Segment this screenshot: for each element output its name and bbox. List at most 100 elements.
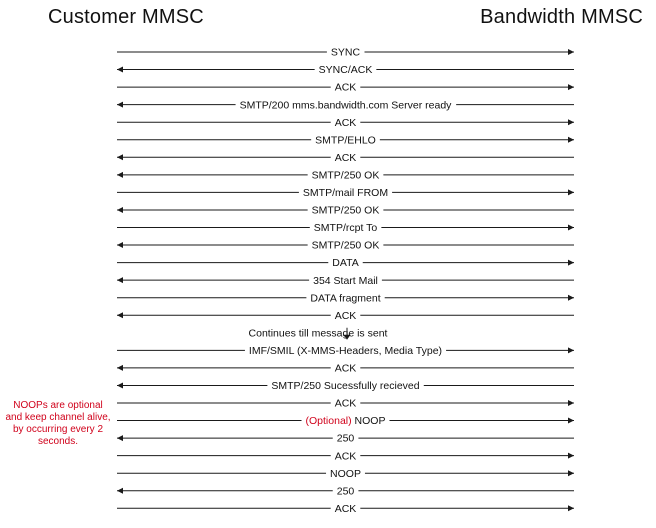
message-16: ACK (117, 308, 574, 323)
message-7: ACK (117, 150, 574, 165)
arrowhead-left-icon (117, 154, 123, 161)
label-background (330, 449, 361, 464)
arrowhead-left-icon (117, 435, 123, 442)
label-background (311, 133, 380, 148)
arrowhead-right-icon (568, 259, 574, 266)
message-15: DATA fragment (117, 291, 574, 306)
message-label: SYNC (331, 47, 361, 59)
message-label: SMTP/250 OK (312, 205, 380, 217)
label-background (328, 256, 363, 271)
message-21: ACK (117, 396, 574, 411)
arrowhead-right-icon (568, 505, 574, 512)
label-background (301, 414, 390, 429)
message-27: ACK (117, 501, 574, 516)
message-1: SYNC (117, 45, 574, 60)
arrowhead-left-icon (117, 101, 123, 108)
label-background (326, 466, 365, 481)
message-4: SMTP/200 mms.bandwidth.com Server ready (117, 98, 574, 113)
label-background (298, 186, 393, 200)
message-24: ACK (117, 449, 574, 464)
arrowhead-right-icon (568, 119, 574, 126)
message-label: SMTP/250 OK (312, 169, 380, 181)
arrowhead-left-icon (117, 277, 123, 284)
optional-prefix: (Optional) (306, 415, 352, 427)
label-background (314, 63, 377, 78)
arrowhead-right-icon (568, 400, 574, 406)
message-label: (Optional) NOOP (306, 415, 386, 427)
arrowhead-left-icon (117, 382, 123, 389)
arrowhead-left-icon (117, 206, 123, 213)
label-background (306, 291, 385, 306)
message-label: SYNC/ACK (319, 64, 373, 76)
label-background (309, 221, 382, 236)
label-background (244, 343, 447, 358)
message-label: ACK (335, 363, 357, 375)
message-25: NOOP (117, 466, 574, 481)
arrowhead-right-icon (568, 84, 574, 91)
label-background (330, 115, 361, 130)
message-label: Continues till message is sent (249, 327, 388, 339)
message-23: 250 (117, 431, 574, 446)
message-label-text: NOOP (352, 415, 386, 427)
label-background (330, 80, 361, 95)
label-background (307, 168, 384, 183)
message-17: Continues till message is sent (249, 327, 388, 340)
message-3: ACK (117, 80, 574, 95)
arrowhead-left-icon (117, 364, 123, 371)
message-label: SMTP/200 mms.bandwidth.com Server ready (240, 99, 453, 111)
arrowhead-right-icon (568, 136, 574, 143)
label-background (330, 308, 361, 323)
message-12: SMTP/250 OK (117, 238, 574, 253)
bandwidth-mmsc-label: Bandwidth MMSC (480, 6, 643, 28)
message-5: ACK (117, 115, 574, 130)
label-background (267, 379, 424, 394)
message-11: SMTP/rcpt To (117, 221, 574, 236)
arrowhead-right-icon (568, 417, 574, 424)
arrowhead-right-icon (568, 294, 574, 301)
message-label: 250 (337, 485, 355, 497)
message-13: DATA (117, 256, 574, 271)
arrowhead-left-icon (117, 487, 123, 494)
message-label: SMTP/mail FROM (303, 187, 388, 199)
message-label: SMTP/rcpt To (314, 222, 378, 234)
label-background (309, 273, 382, 288)
down-arrow-icon (343, 334, 351, 340)
message-19: ACK (117, 361, 574, 376)
noop-note: NOOPs are optional and keep channel aliv… (5, 400, 111, 447)
message-label: SMTP/EHLO (315, 134, 376, 146)
message-label: 250 (337, 433, 355, 445)
message-9: SMTP/mail FROM (117, 186, 574, 200)
label-background (332, 484, 359, 499)
message-2: SYNC/ACK (117, 63, 574, 78)
label-background (307, 203, 384, 218)
message-label: ACK (335, 310, 357, 322)
arrowhead-left-icon (117, 242, 123, 249)
message-10: SMTP/250 OK (117, 203, 574, 218)
arrowhead-right-icon (568, 224, 574, 231)
label-background (330, 396, 361, 411)
arrowhead-left-icon (117, 171, 123, 178)
message-label: DATA fragment (310, 292, 380, 304)
arrowhead-left-icon (117, 66, 123, 73)
label-background (332, 431, 359, 446)
arrowhead-right-icon (568, 189, 574, 196)
message-20: SMTP/250 Sucessfully recieved (117, 379, 574, 394)
message-6: SMTP/EHLO (117, 133, 574, 148)
label-background (330, 361, 361, 376)
message-label: NOOP (330, 468, 361, 480)
message-label: ACK (335, 82, 357, 94)
message-label: DATA (332, 257, 358, 269)
arrowhead-left-icon (117, 312, 123, 319)
arrowhead-right-icon (568, 49, 574, 55)
message-label: ACK (335, 152, 357, 164)
arrowhead-right-icon (568, 347, 574, 354)
message-8: SMTP/250 OK (117, 168, 574, 183)
message-label: ACK (335, 398, 357, 410)
message-label: 354 Start Mail (313, 275, 378, 287)
label-background (330, 501, 361, 516)
message-label: SMTP/250 OK (312, 240, 380, 252)
label-background (330, 150, 361, 165)
message-14: 354 Start Mail (117, 273, 574, 288)
message-label: IMF/SMIL (X-MMS-Headers, Media Type) (249, 345, 442, 357)
